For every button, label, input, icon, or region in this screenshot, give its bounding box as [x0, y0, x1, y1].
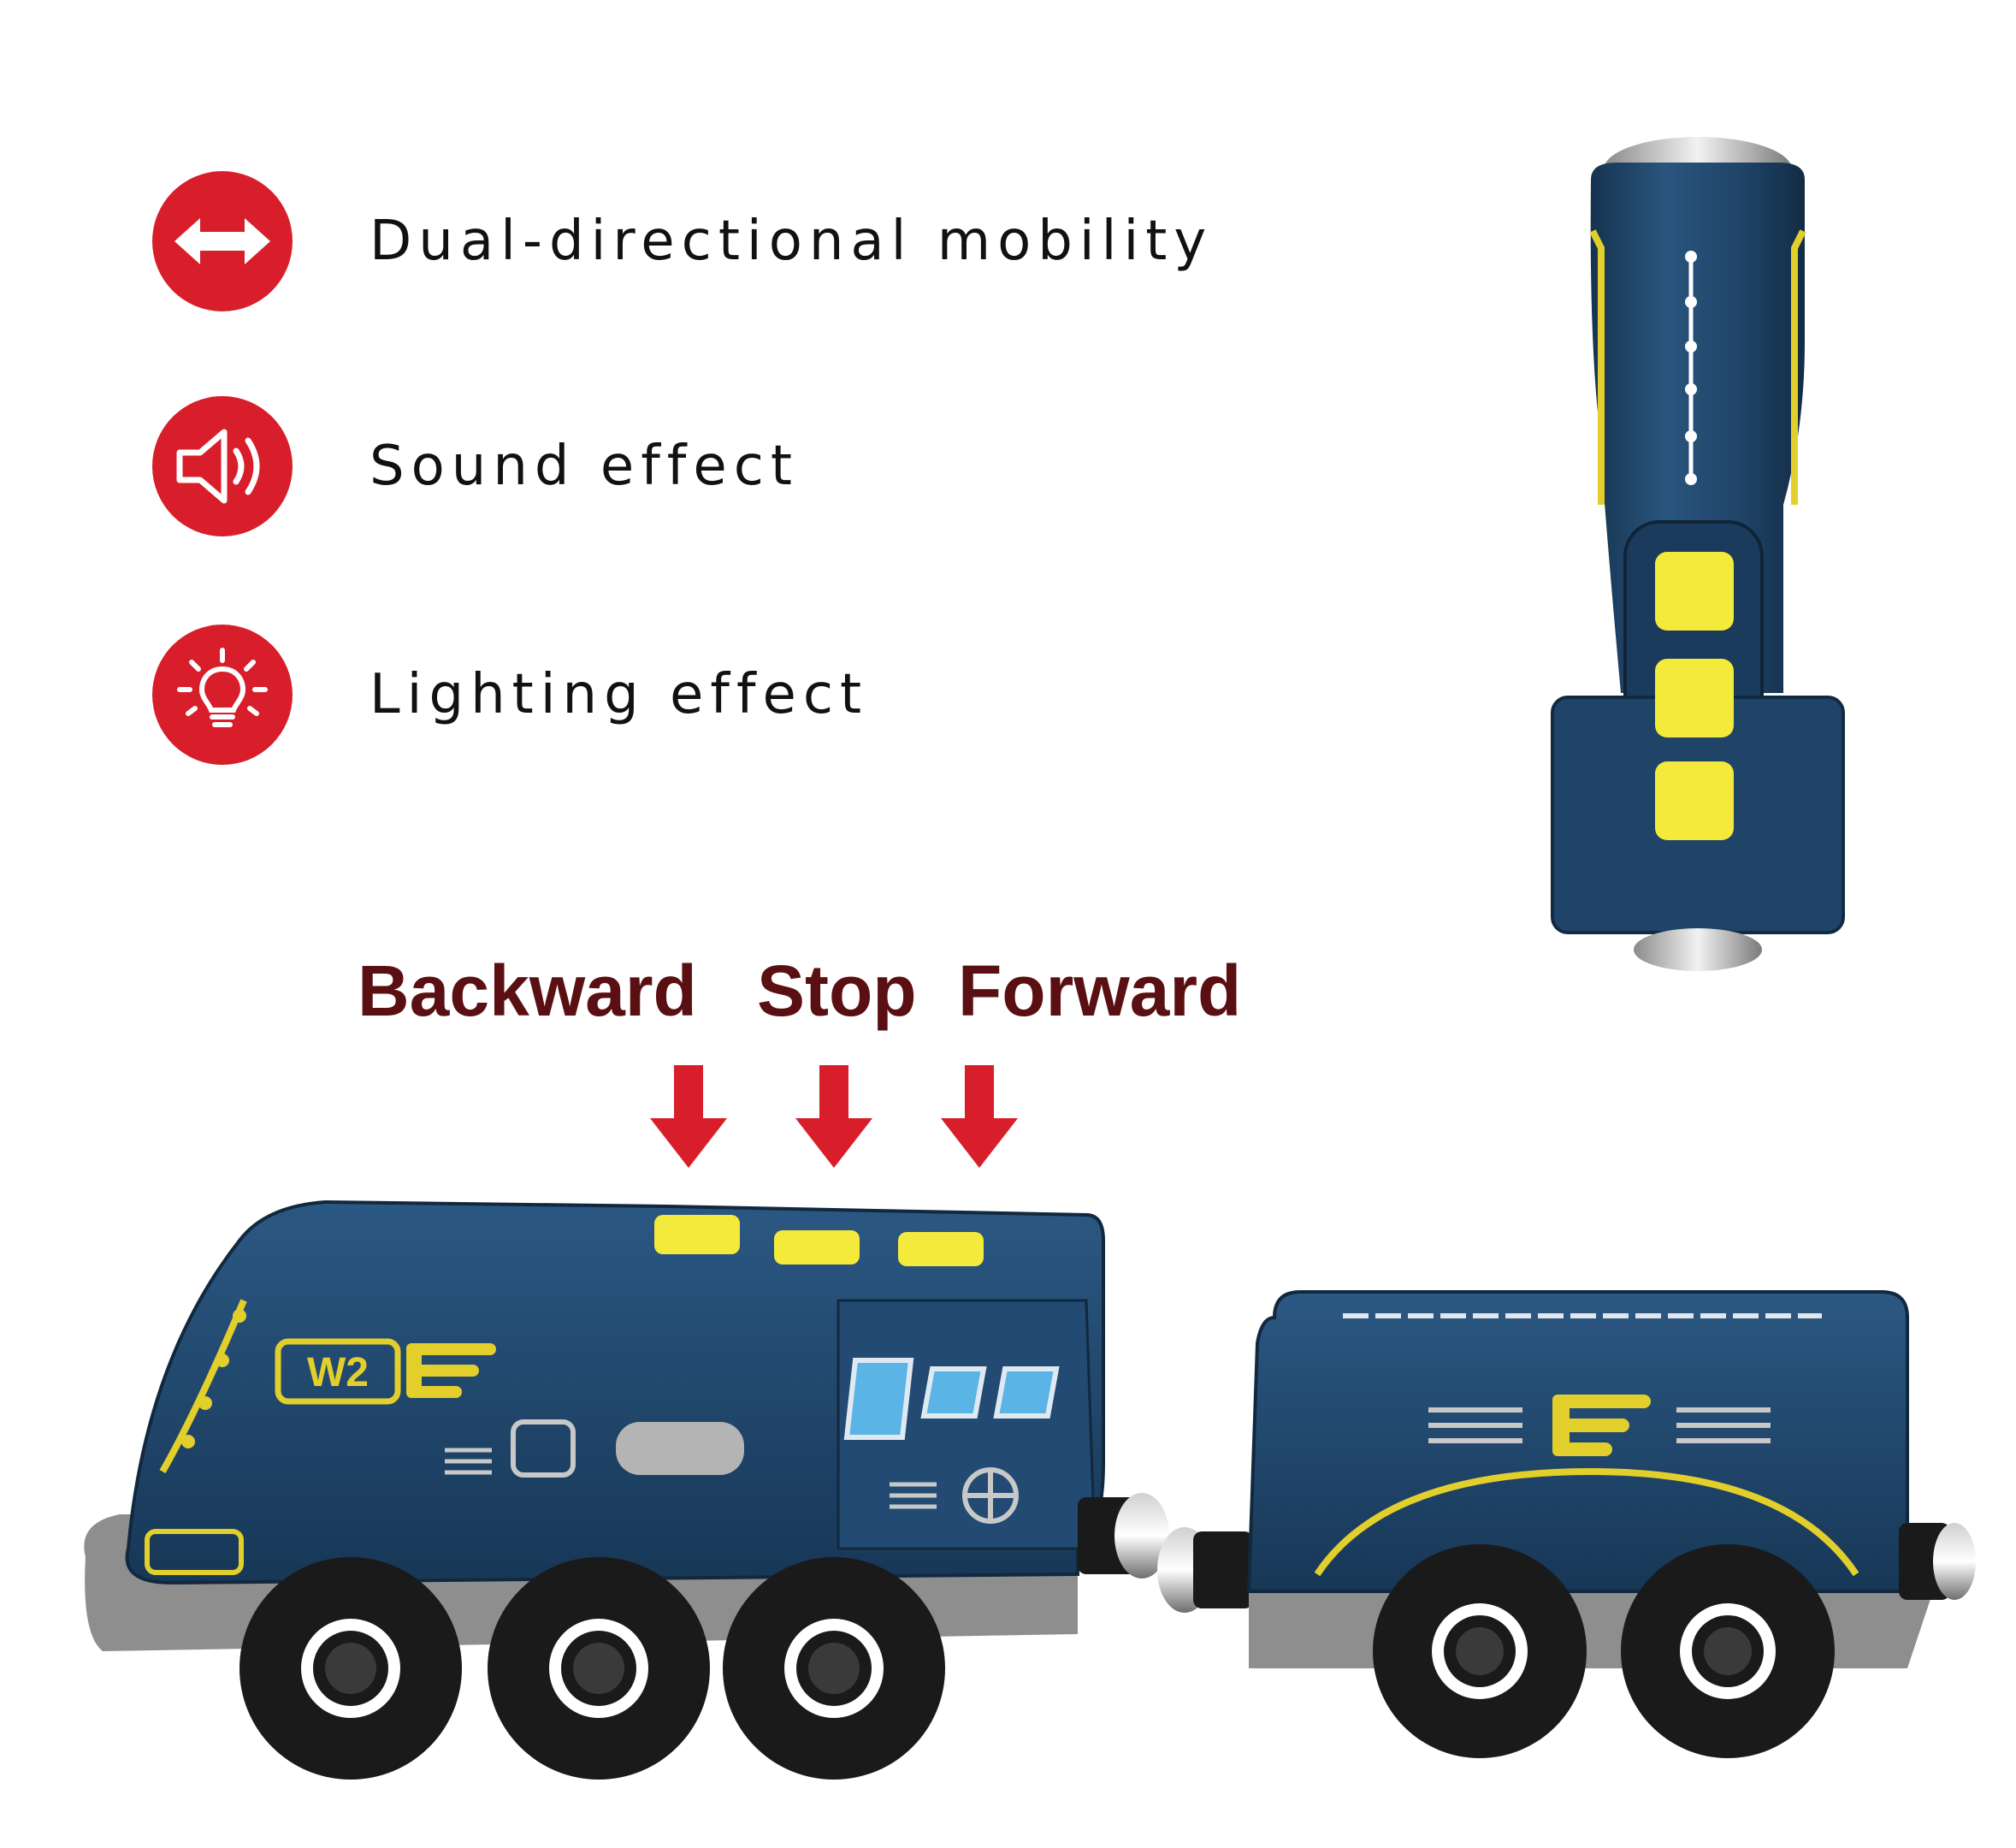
locomotive-button-backward[interactable]	[654, 1215, 740, 1254]
remote-trim-left	[1589, 229, 1605, 505]
locomotive-windows	[843, 1358, 1060, 1440]
locomotive-badge	[275, 1338, 401, 1405]
label-backward: Backward	[358, 951, 697, 1031]
locomotive-button-stop[interactable]	[774, 1230, 860, 1265]
arrow-down-backward-icon	[650, 1065, 727, 1168]
locomotive: W2	[84, 1199, 1105, 1780]
locomotive-trim	[159, 1299, 247, 1473]
feature-label-dual-directional: Dual-directional mobility	[370, 210, 1214, 273]
feature-label-lighting: Lighting effect	[370, 663, 869, 726]
arrow-down-forward-icon	[941, 1065, 1018, 1168]
locomotive-wheels	[239, 1557, 945, 1780]
arrow-down-stop-icon	[795, 1065, 872, 1168]
label-forward: Forward	[958, 951, 1242, 1031]
tender-car	[1246, 1290, 1976, 1758]
remote-control	[1551, 137, 1845, 971]
feature-label-sound: Sound effect	[370, 435, 799, 498]
light-bulb-icon	[152, 625, 293, 765]
locomotive-panel	[616, 1422, 744, 1475]
feature-lighting: Lighting effect	[152, 625, 868, 765]
speaker-icon	[152, 396, 293, 536]
wing-logo-icon	[406, 1343, 496, 1398]
label-stop: Stop	[757, 951, 917, 1031]
remote-trim-right	[1791, 229, 1806, 505]
remote-button-backward[interactable]	[1655, 552, 1734, 631]
double-arrow-icon	[152, 171, 293, 311]
feature-sound: Sound effect	[152, 396, 799, 536]
feature-dual-directional: Dual-directional mobility	[152, 171, 1213, 311]
tender-trim	[1314, 1467, 1859, 1577]
magnetic-coupler	[1078, 1493, 1253, 1613]
remote-bottom-cap	[1634, 928, 1762, 971]
remote-button-forward[interactable]	[1655, 761, 1734, 840]
remote-button-stop[interactable]	[1655, 659, 1734, 737]
train-illustration: W2	[84, 1199, 1976, 1780]
locomotive-button-forward[interactable]	[898, 1232, 984, 1266]
tender-body	[1246, 1290, 1909, 1593]
locomotive-badge-text: W2	[307, 1350, 369, 1395]
tender-wheels	[1373, 1544, 1835, 1758]
tender-wing-logo-icon	[1552, 1395, 1651, 1456]
locomotive-headlight	[145, 1529, 244, 1575]
